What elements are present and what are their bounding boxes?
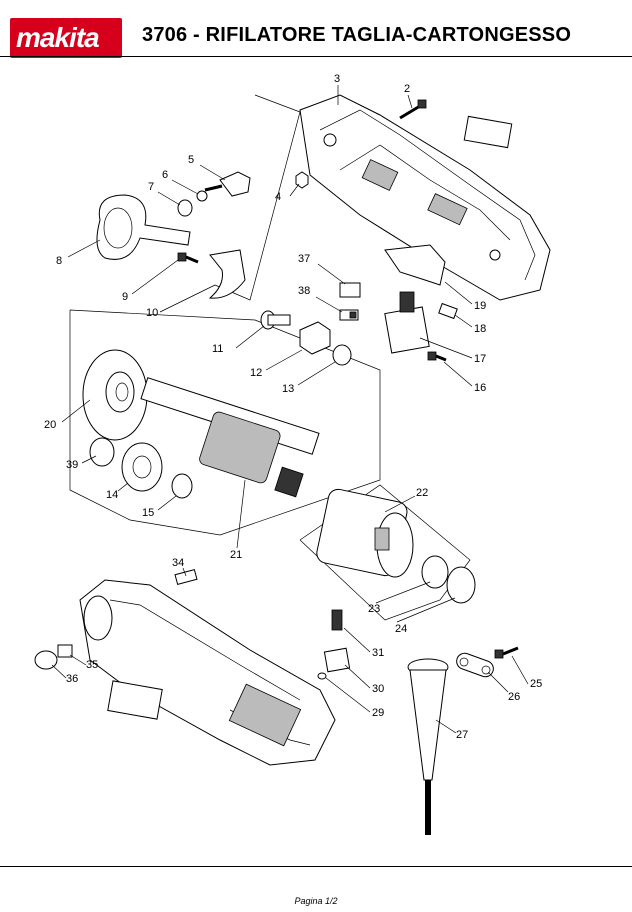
part-12-nut <box>299 321 331 355</box>
part-14-bearing <box>121 442 163 492</box>
part-22-field <box>316 488 414 578</box>
label-part-22: 22 <box>416 487 428 499</box>
exploded-parts-diagram: 2 3 4 5 6 7 8 9 10 11 12 13 37 38 19 18 … <box>34 73 551 835</box>
label-part-19: 19 <box>474 300 486 312</box>
label-part-29: 29 <box>372 707 384 719</box>
part-34-plug <box>174 568 198 586</box>
label-part-23: 23 <box>368 603 380 615</box>
part-9-screw <box>177 252 199 264</box>
label-part-36: 36 <box>66 673 78 685</box>
part-23-bearing <box>421 555 449 589</box>
label-part-5: 5 <box>188 154 194 166</box>
part-6-washer <box>196 190 208 202</box>
label-part-37: 37 <box>298 253 310 265</box>
part-39-retaining-ring <box>89 437 115 467</box>
part-31-brush <box>331 609 343 631</box>
header-divider <box>0 56 632 57</box>
part-3-housing <box>299 94 551 301</box>
label-part-9: 9 <box>122 291 128 303</box>
part-35-spring <box>57 644 73 658</box>
label-part-35: 35 <box>86 659 98 671</box>
part-17-switch <box>384 291 430 354</box>
group-outline-armature <box>69 309 381 536</box>
label-part-4: 4 <box>275 191 281 203</box>
label-part-18: 18 <box>474 323 486 335</box>
part-18-clip <box>438 302 458 320</box>
label-part-10: 10 <box>146 307 158 319</box>
part-8-guide <box>96 194 191 260</box>
label-part-39: 39 <box>66 459 78 471</box>
label-part-30: 30 <box>372 683 384 695</box>
part-26-clamp <box>456 652 494 678</box>
part-37-capacitor <box>339 282 361 298</box>
part-24-ring <box>446 566 476 604</box>
part-13-bushing <box>332 344 352 366</box>
part-5-knob <box>204 171 251 197</box>
label-part-25: 25 <box>530 678 542 690</box>
part-10-guard <box>208 249 246 299</box>
label-part-31: 31 <box>372 647 384 659</box>
brand-name: makita <box>16 22 100 53</box>
part-15-retaining-ring <box>171 473 193 499</box>
part-21-armature <box>140 377 320 498</box>
label-part-26: 26 <box>508 691 520 703</box>
makita-logo: makita <box>10 18 122 58</box>
label-part-15: 15 <box>142 507 154 519</box>
part-16-screw <box>427 351 447 362</box>
label-part-11: 11 <box>212 343 223 355</box>
part-29-pin <box>317 672 327 680</box>
label-part-12: 12 <box>250 367 262 379</box>
part-7-washer <box>177 199 193 217</box>
label-part-20: 20 <box>44 419 56 431</box>
footer-divider <box>0 866 632 867</box>
label-plate-bottom <box>107 680 163 720</box>
label-part-8: 8 <box>56 255 62 267</box>
label-part-2: 2 <box>404 83 410 95</box>
label-part-6: 6 <box>162 169 168 181</box>
label-part-17: 17 <box>474 353 486 365</box>
label-part-38: 38 <box>298 285 310 297</box>
label-part-13: 13 <box>282 383 294 395</box>
part-2-screw <box>399 99 427 120</box>
label-part-21: 21 <box>230 549 242 561</box>
part-25-screw <box>494 646 519 659</box>
label-part-14: 14 <box>106 489 118 501</box>
part-30-brush-holder <box>323 647 351 673</box>
label-part-24: 24 <box>395 623 407 635</box>
part-11-bolt <box>260 310 291 330</box>
label-plate-top <box>463 115 513 149</box>
motor-housing <box>79 579 336 766</box>
label-part-7: 7 <box>148 181 154 193</box>
page-number: Pagina 1/2 <box>294 896 338 906</box>
part-38-connector <box>339 309 359 321</box>
label-part-16: 16 <box>474 382 486 394</box>
part-19-switch-lever <box>384 244 446 286</box>
label-part-3: 3 <box>334 73 340 85</box>
part-27-cord-guard <box>407 658 449 835</box>
leader-lines <box>51 85 529 734</box>
label-part-27: 27 <box>456 729 468 741</box>
page-title: 3706 - RIFILATORE TAGLIA-CARTONGESSO <box>142 24 572 46</box>
part-36-cap <box>34 650 58 670</box>
part-20-fan <box>82 349 148 441</box>
label-part-34: 34 <box>172 557 184 569</box>
